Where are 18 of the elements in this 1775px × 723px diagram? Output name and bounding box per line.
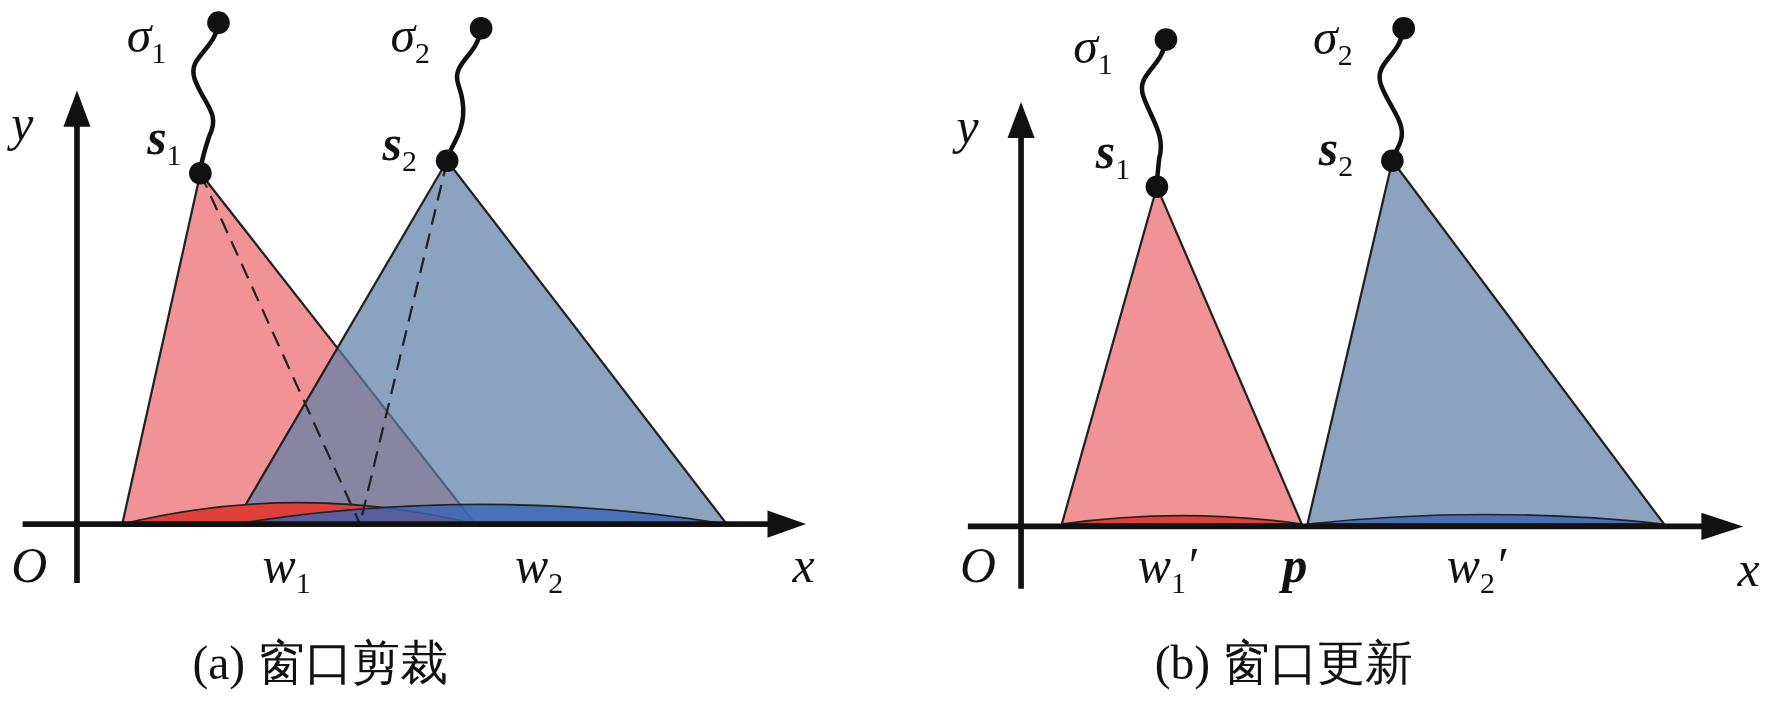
point-label: s$_{2}$ [382, 118, 417, 176]
axis-label: O [11, 541, 48, 591]
point-label: s$_{1}$ [147, 113, 182, 171]
variable-label: w$_{2}$ [515, 541, 564, 598]
variable-label: σ$_{2}$ [390, 11, 431, 69]
axis-label: O [959, 541, 996, 591]
variable-label: σ$_{2}$ [1313, 13, 1353, 71]
axis-label: x [1737, 545, 1760, 596]
variable-label: w$_{1}$′ [1137, 541, 1197, 598]
point-label: s$_{1}$ [1095, 126, 1131, 184]
variable-label: σ$_{1}$ [126, 11, 167, 69]
variable-label: σ$_{1}$ [1073, 22, 1113, 80]
variable-label: w$_{1}$ [262, 541, 311, 598]
point-label: s$_{2}$ [1318, 124, 1354, 182]
subfigure-caption: (a) 窗口剪裁 [192, 639, 448, 688]
axis-label: x [792, 541, 815, 591]
subfigure-caption: (b) 窗口更新 [1154, 639, 1413, 688]
variable-label: w$_{2}$′ [1446, 541, 1506, 598]
